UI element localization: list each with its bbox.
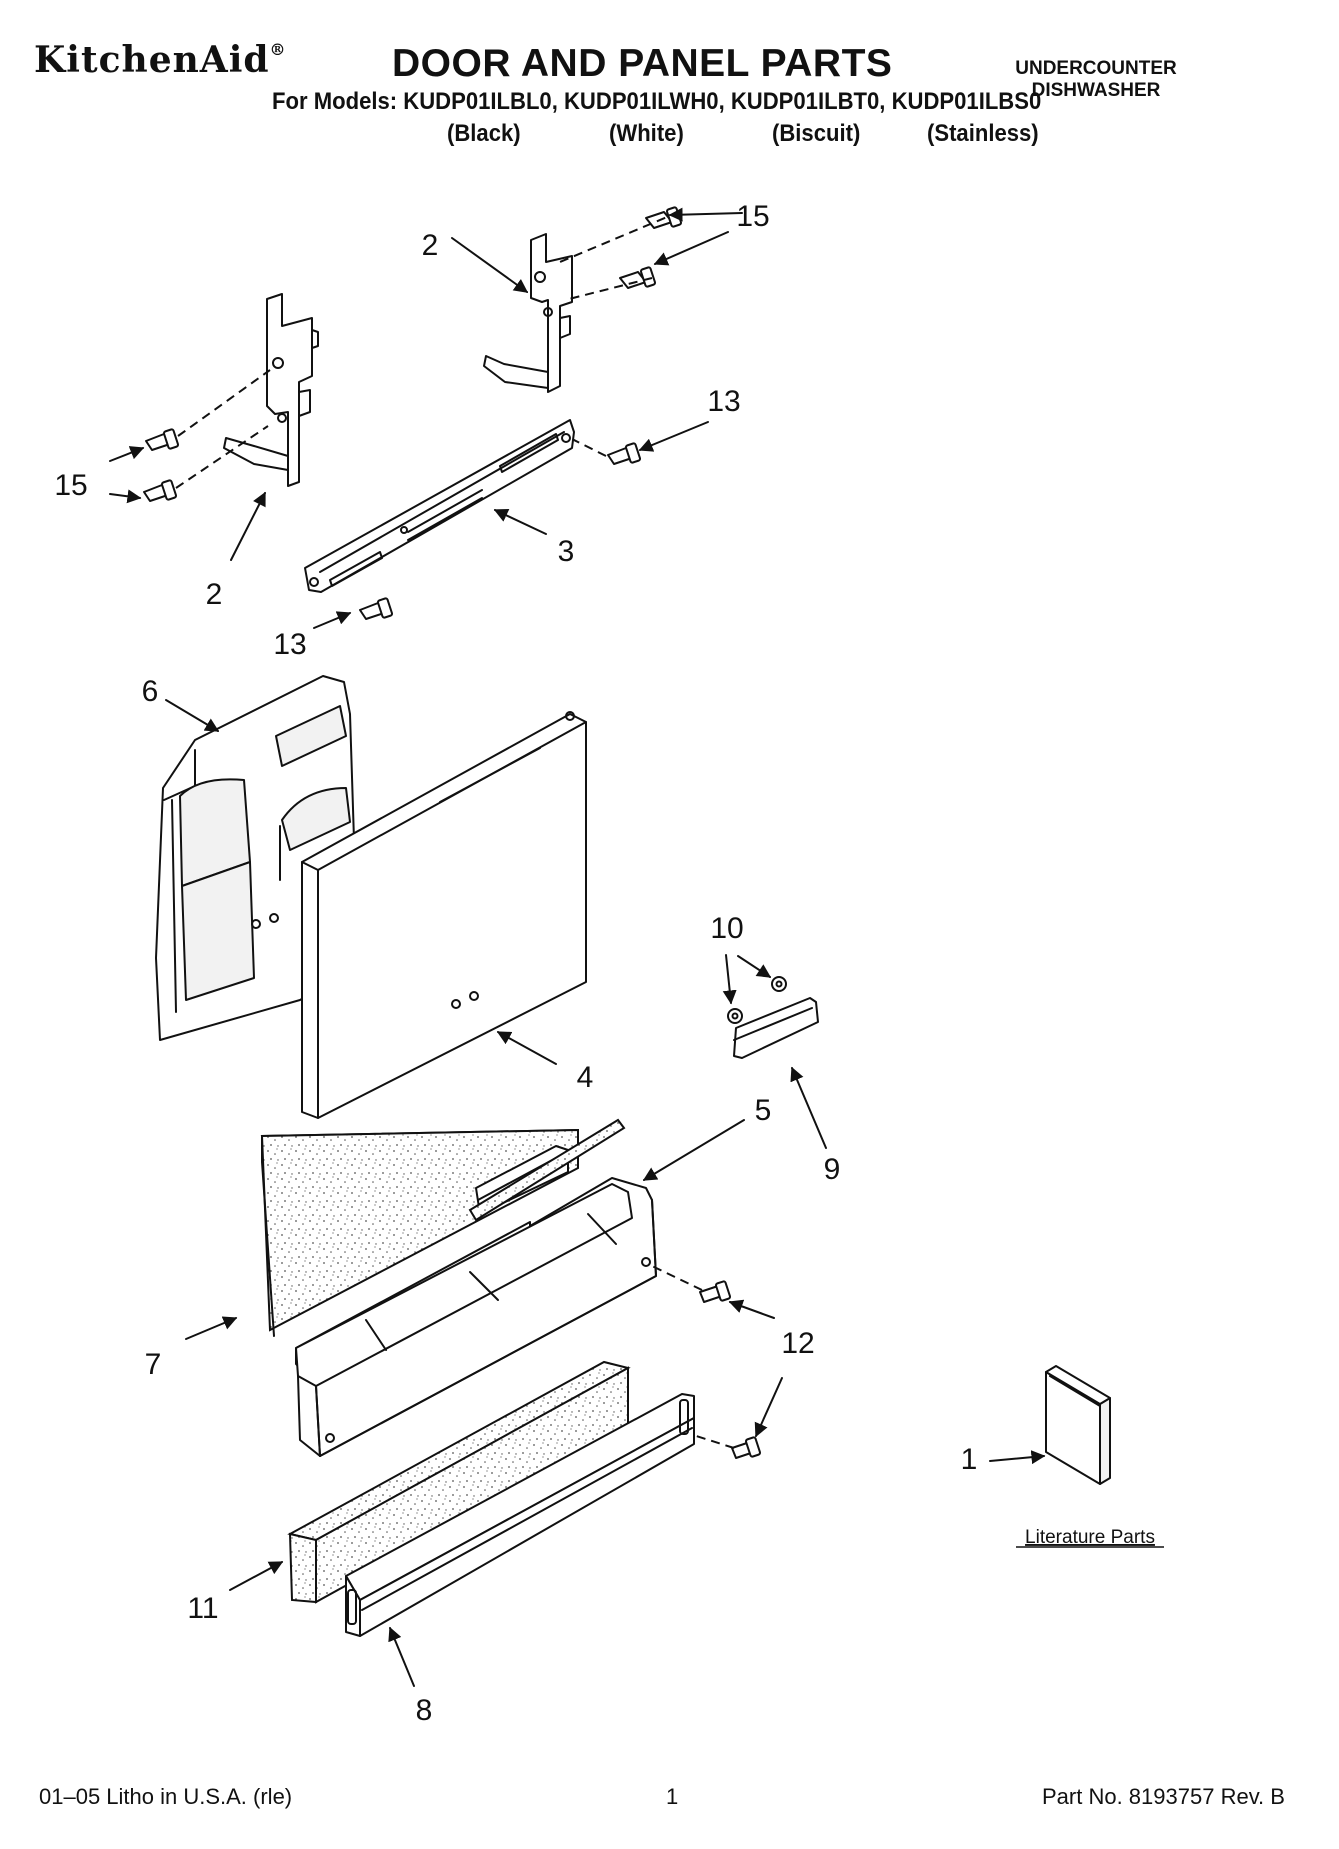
part-15-screw-d	[143, 479, 178, 502]
part-8-toe-panel	[345, 1393, 695, 1637]
label-part-12: 12	[781, 1327, 814, 1360]
page-title: DOOR AND PANEL PARTS	[392, 42, 893, 85]
part-10-clip-b	[727, 1008, 743, 1024]
part-2-hinge-bracket-left	[223, 293, 319, 487]
brand-name: KitchenAid	[34, 39, 270, 81]
part-1-literature-booklet	[1045, 1365, 1111, 1485]
literature-caption: Literature Parts	[1025, 1527, 1155, 1548]
part-11-foam-insulation-lower	[287, 1360, 631, 1604]
footer-part-number: Part No. 8193757 Rev. B	[1042, 1784, 1285, 1809]
brand-logo: KitchenAid®	[34, 39, 287, 81]
label-part-1: 1	[961, 1443, 978, 1476]
appliance-type-line1: UNDERCOUNTER	[1015, 58, 1177, 79]
footer-page-number: 1	[666, 1784, 679, 1809]
part-5-access-panel-bracket	[295, 1118, 657, 1457]
part-13-screw-b	[359, 597, 394, 620]
appliance-type-line2: DISHWASHER	[1031, 80, 1161, 101]
part-12-screw-b	[731, 1436, 762, 1459]
label-part-3: 3	[558, 535, 575, 568]
variant-stainless: (Stainless)	[927, 120, 1039, 147]
label-part-13-left: 13	[273, 628, 306, 661]
appliance-type: UNDERCOUNTER DISHWASHER	[1015, 58, 1177, 102]
label-part-4: 4	[577, 1061, 594, 1094]
footer-litho: 01–05 Litho in U.S.A. (rle)	[39, 1784, 293, 1809]
variant-white: (White)	[609, 120, 684, 147]
part-15-screw-c	[145, 428, 180, 451]
label-part-9: 9	[824, 1153, 841, 1186]
brand-registered-mark: ®	[269, 40, 287, 59]
part-3-door-rail	[304, 419, 575, 593]
model-list: For Models: KUDP01ILBL0, KUDP01ILWH0, KU…	[272, 88, 1042, 115]
label-part-8: 8	[416, 1694, 433, 1727]
variant-biscuit: (Biscuit)	[772, 120, 861, 147]
label-part-6: 6	[142, 675, 159, 708]
part-9-handle	[733, 997, 819, 1059]
part-15-screw-b	[619, 266, 657, 289]
label-part-10: 10	[710, 912, 743, 945]
label-part-2-upper: 2	[422, 229, 439, 262]
label-part-11: 11	[187, 1592, 218, 1625]
label-part-5: 5	[755, 1094, 772, 1127]
part-4-outer-door-panel	[301, 711, 587, 1119]
part-12-screw-a	[699, 1280, 732, 1303]
part-10-clip-a	[771, 976, 787, 992]
label-part-13-right: 13	[707, 385, 740, 418]
label-part-7: 7	[145, 1348, 162, 1381]
part-number-labels: 1 2 2 3 4 5 6 7 8 9 10 11 12 13 13 15 15	[54, 200, 977, 1727]
label-part-2-lower: 2	[206, 578, 223, 611]
part-13-screw-a	[607, 442, 642, 465]
leader-arrows	[109, 207, 1046, 1687]
part-2-hinge-bracket-right	[483, 233, 573, 393]
label-part-15-lower: 15	[54, 469, 87, 502]
variant-black: (Black)	[447, 120, 521, 147]
label-part-15-upper: 15	[736, 200, 769, 233]
